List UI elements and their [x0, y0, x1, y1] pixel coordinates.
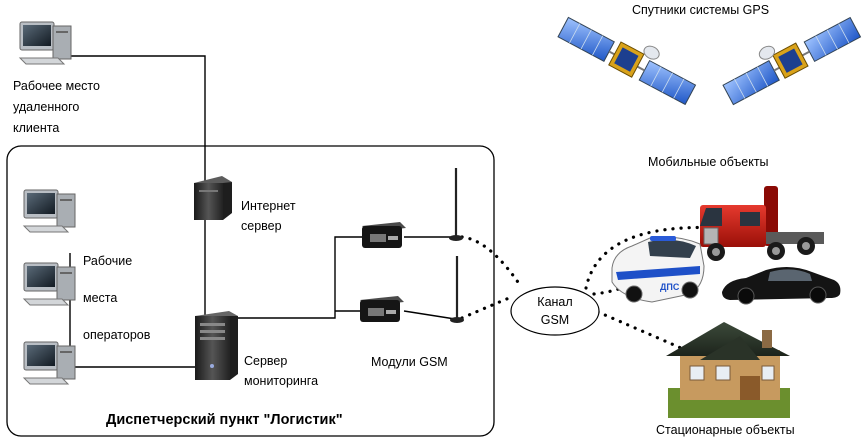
operator-computer-icon: [22, 262, 76, 306]
gps-satellites-label: Спутники системы GPS: [632, 3, 770, 17]
operator-computer-icon: [22, 341, 76, 385]
dispatch-center-frame: [6, 145, 495, 437]
gps-satellite-icon: [557, 16, 697, 106]
operator-computer-icon: [22, 189, 76, 233]
gsm-channel-ellipse: [510, 286, 600, 336]
operator-workstations-label-line: операторов: [83, 328, 151, 342]
operator-workstations-label-line: Рабочие: [83, 254, 133, 268]
remote-client-label-line: клиента: [13, 121, 60, 135]
monitoring-server-label-line: мониторинга: [244, 374, 319, 388]
gps-satellite-icon: [722, 16, 862, 106]
radio-link-upper-antenna: [460, 235, 524, 290]
remote-client-label-line: Рабочее место: [13, 79, 100, 93]
radio-link-stationary: [596, 310, 692, 354]
antenna-icon: [450, 256, 464, 323]
stationary-objects-label: Стационарные объекты: [656, 423, 795, 437]
internet-server-icon: [194, 176, 232, 220]
truck-icon: [700, 186, 824, 261]
monitoring-server-label: Сервер мониторинга: [244, 351, 318, 391]
remote-client-computer-icon: [18, 21, 72, 65]
modem-lower-antenna-link: [403, 310, 456, 320]
operator-workstations-label-line: места: [83, 291, 118, 305]
gsm-modem-icon: [362, 222, 406, 248]
monitoring-server-icon: [195, 311, 238, 380]
gsm-modules-label: Модули GSM: [371, 355, 448, 369]
gsm-channel-label: Канал GSM: [530, 293, 580, 329]
gsm-modem-icon: [360, 296, 404, 322]
radio-link-lower-antenna: [460, 294, 516, 320]
operator-workstations-label: Рабочие места операторов: [83, 243, 150, 354]
radio-link-mobile-upper: [584, 225, 722, 290]
police-car-icon: ДПС: [611, 236, 705, 303]
house-icon: [666, 322, 790, 418]
police-car-badge: ДПС: [660, 282, 680, 292]
mobile-objects-label: Мобильные объекты: [648, 155, 769, 169]
gsm-channel-label-line: GSM: [540, 313, 570, 327]
remote-client-label: Рабочее место удаленного клиента: [13, 76, 100, 139]
remote-client-link: [58, 55, 206, 190]
modem-bus-line: [233, 236, 362, 319]
dispatch-center-title: Диспетчерский пункт "Логистик": [106, 412, 343, 428]
gsm-channel-label-line: Канал: [537, 295, 573, 309]
remote-client-label-line: удаленного: [13, 100, 80, 114]
sedan-icon: [722, 266, 841, 305]
internet-server-label: Интернет сервер: [241, 196, 296, 236]
monitoring-server-label-line: Сервер: [244, 354, 288, 368]
internet-server-label-line: Интернет: [241, 199, 296, 213]
internet-server-label-line: сервер: [241, 219, 282, 233]
antenna-icon: [449, 168, 463, 241]
